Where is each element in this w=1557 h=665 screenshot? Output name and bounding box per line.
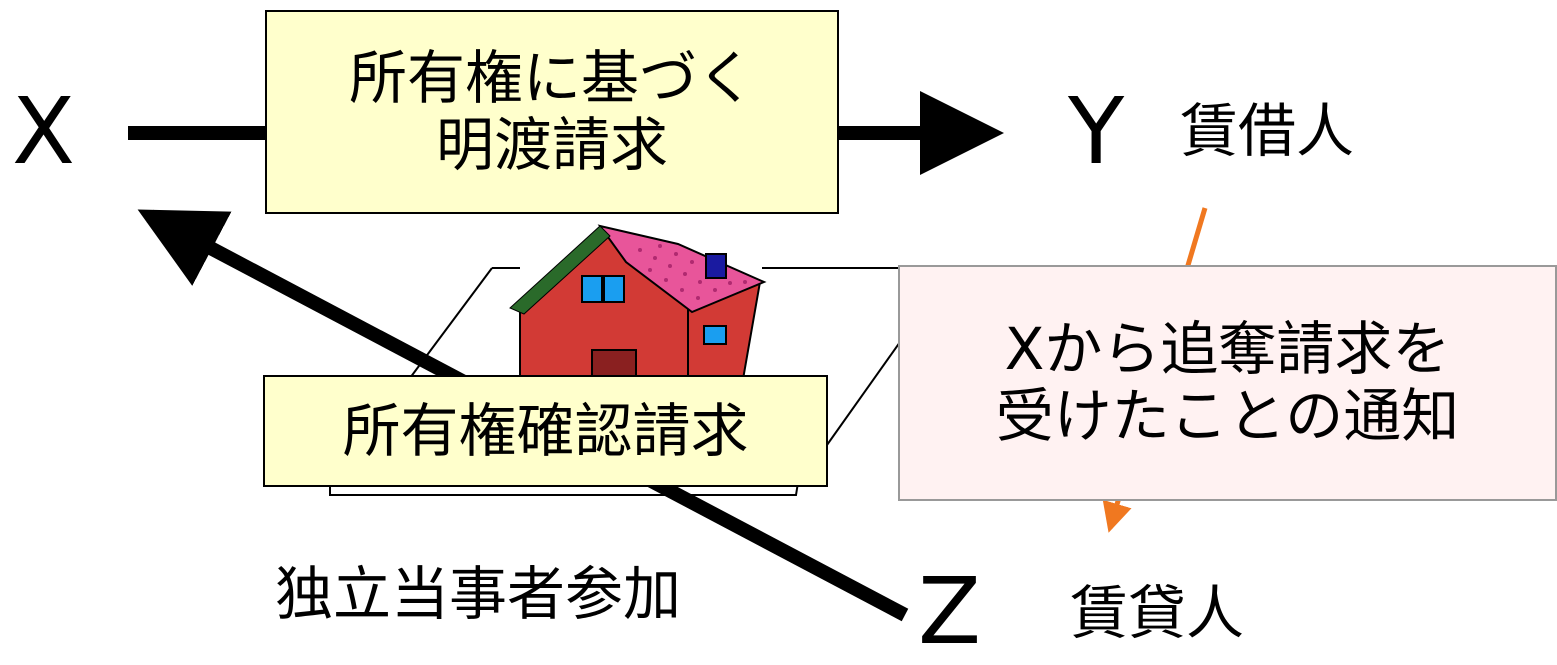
intervention-label: 独立当事者参加 [275,560,682,628]
party-z-role: 賃貸人 [1070,579,1245,647]
main-claim-box: 所有権に基づく 明渡請求 [265,10,839,214]
party-y-role: 賃借人 [1180,97,1355,165]
main-claim-line2: 明渡請求 [435,111,668,179]
house-icon [509,224,767,397]
notice-line1: Xから追奪請求を [1004,315,1451,384]
party-y: Y [1068,78,1125,185]
notice-line2: 受けたことの通知 [995,382,1460,450]
main-claim-line1: 所有権に基づく [348,44,755,113]
notice-box: Xから追奪請求を 受けたことの通知 [898,265,1557,501]
ownership-confirmation-label: 所有権確認請求 [342,396,749,465]
party-z: Z [918,558,982,665]
party-x: X [12,78,76,185]
ownership-confirmation-box: 所有権確認請求 [263,375,828,487]
